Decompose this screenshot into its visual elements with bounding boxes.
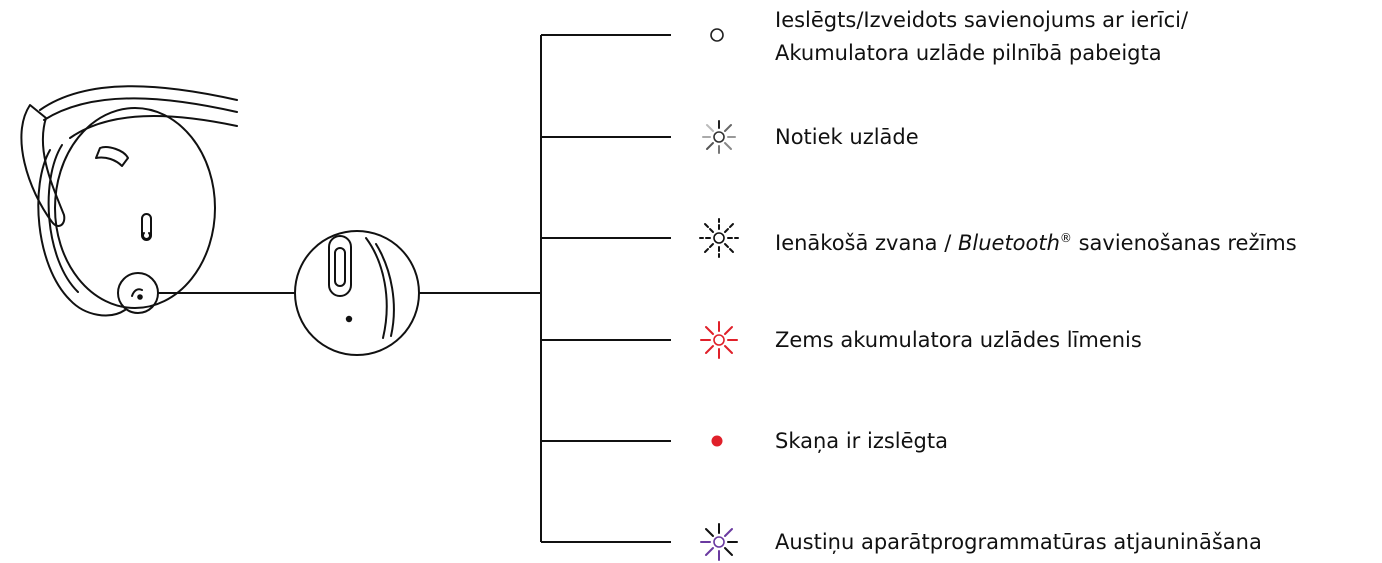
- low-battery-burst-icon: [700, 321, 738, 359]
- firmware-burst-icon: [700, 523, 738, 561]
- pairing-burst-icon: [699, 218, 739, 258]
- charging-burst-icon: [702, 120, 736, 154]
- label-charging: Notiek uzlāde: [775, 125, 919, 149]
- headset-illustration: [20, 85, 238, 317]
- label-on-line2: Akumulatora uzlāde pilnībā pabeigta: [775, 41, 1162, 65]
- bluetooth-text: Bluetooth: [957, 231, 1060, 255]
- hollow-dot-icon: [710, 28, 724, 42]
- label-on-line1: Ieslēgts/Izveidots savienojums ar ierīci…: [775, 8, 1189, 32]
- label-pairing-post: savienošanas režīms: [1071, 231, 1297, 255]
- led-indicators: [699, 28, 739, 561]
- label-firmware: Austiņu aparātprogrammatūras atjaunināša…: [775, 530, 1262, 554]
- label-pairing-pre: Ienākošā zvana /: [775, 231, 958, 255]
- muted-dot-icon: [711, 435, 723, 447]
- label-low-battery: Zems akumulatora uzlādes līmenis: [775, 328, 1142, 352]
- label-pairing: Ienākošā zvana / Bluetooth® savienošanas…: [775, 223, 1297, 258]
- label-muted: Skaņa ir izslēgta: [775, 429, 948, 453]
- zoom-circle: [294, 230, 420, 356]
- registered-mark: ®: [1059, 231, 1072, 245]
- bracket: [540, 34, 671, 543]
